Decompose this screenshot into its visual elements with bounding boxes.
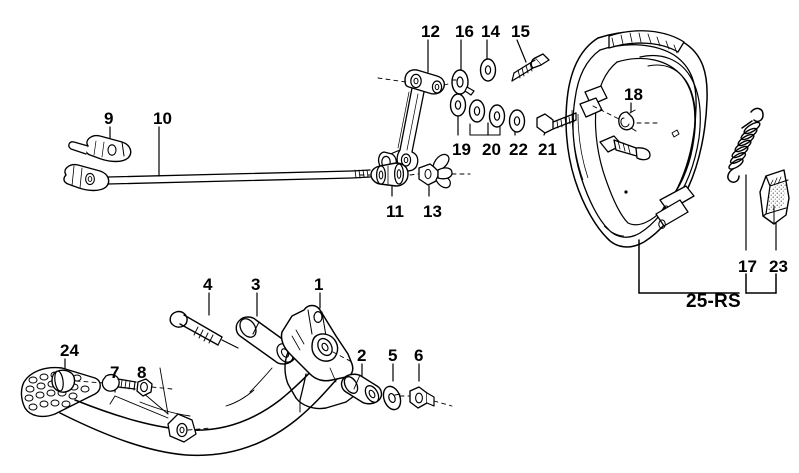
rod-clevis: [63, 163, 110, 192]
callout-4: 4: [203, 275, 213, 294]
pivot-bolt-4: [169, 310, 239, 349]
flat-washer-5: [382, 385, 402, 411]
callout-16: 16: [455, 22, 474, 41]
callout-14: 14: [481, 22, 500, 41]
brake-pedal-bracket-1: [280, 304, 356, 413]
lock-washer-16: [451, 69, 475, 96]
callout-19: 19: [452, 140, 471, 159]
group-bracket-25rs: [638, 239, 777, 294]
callout-21: 21: [538, 140, 557, 159]
callout-13: 13: [423, 202, 442, 221]
washer-14: [479, 58, 497, 82]
washer-19: [449, 93, 467, 117]
hex-nut-6: [399, 386, 453, 409]
adjusting-sleeve-11: [370, 162, 409, 187]
callout-9: 9: [104, 109, 114, 128]
wing-nut-13: [359, 153, 471, 189]
callout-12: 12: [421, 22, 440, 41]
callout-17: 17: [738, 257, 757, 276]
nut-8: [136, 378, 173, 397]
brake-shoe-assembly: [565, 30, 708, 248]
return-spring-17: [727, 107, 764, 183]
sleeve-bushing-2: [340, 373, 383, 405]
callout-25-rs: 25-RS: [686, 291, 741, 312]
callout-10: 10: [153, 109, 172, 128]
spacer-bushing-20: [468, 99, 506, 136]
callout-20: 20: [482, 140, 501, 159]
callout-11: 11: [386, 202, 404, 221]
callout-18: 18: [624, 85, 643, 104]
brake-lining-block-23: [759, 169, 790, 225]
washer-22: [508, 109, 526, 133]
clevis-fork-end-9: [68, 134, 132, 163]
callout-22: 22: [509, 140, 528, 159]
hex-bolt-15: [511, 53, 550, 82]
brake-pull-rod-10: [63, 134, 371, 192]
callout-2: 2: [357, 346, 367, 365]
rubber-plug-24: [51, 369, 105, 393]
callout-15: 15: [511, 22, 530, 41]
callout-1: 1: [314, 275, 324, 294]
brake-pedal-arm: [20, 355, 346, 457]
screw-7: [101, 374, 137, 392]
callout-3: 3: [251, 275, 261, 294]
threaded-pin-21: [536, 112, 577, 134]
callout-24: 24: [60, 341, 79, 360]
callout-5: 5: [388, 346, 398, 365]
callout-7: 7: [110, 363, 120, 382]
callout-8: 8: [137, 363, 147, 382]
callout-23: 23: [769, 257, 788, 276]
callout-6: 6: [414, 346, 424, 365]
retaining-clip-18: [618, 109, 637, 132]
